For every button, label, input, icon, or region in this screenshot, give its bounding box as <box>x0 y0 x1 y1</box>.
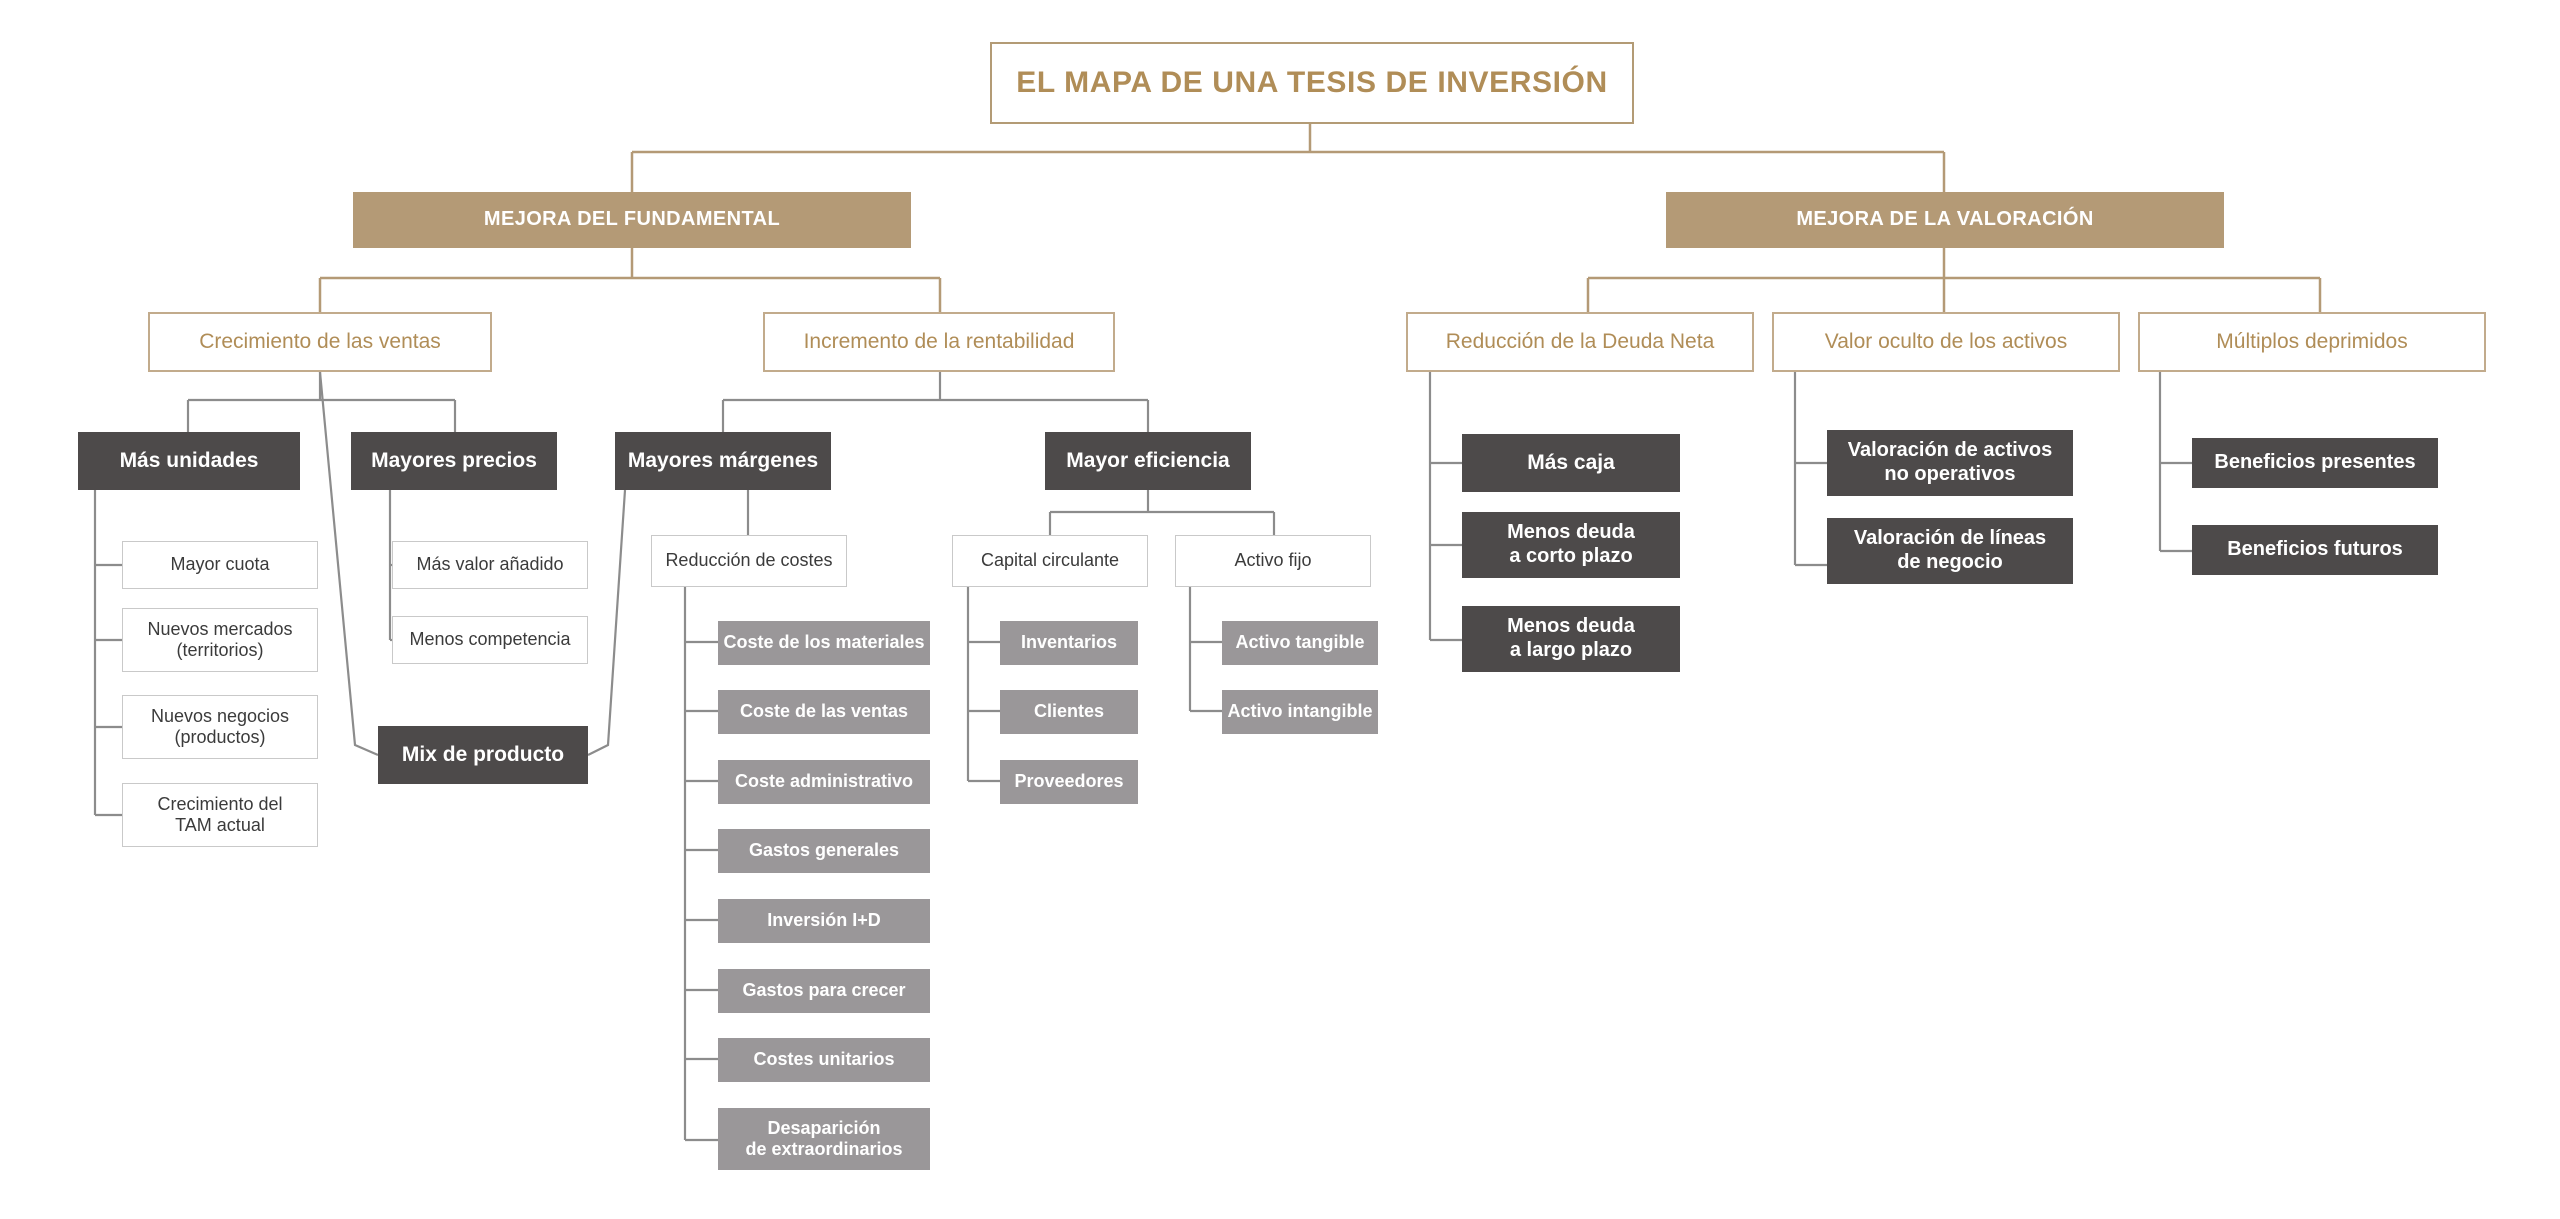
gray-connectors <box>93 371 2192 1142</box>
node-menos-deuda-corto-plazo[interactable]: Menos deuda a corto plazo <box>1462 512 1680 578</box>
leaf-clientes[interactable]: Clientes <box>1000 690 1138 734</box>
node-menos-deuda-largo-plazo[interactable]: Menos deuda a largo plazo <box>1462 606 1680 672</box>
subgroup-capital-circulante[interactable]: Capital circulante <box>952 535 1148 587</box>
tan-connectors <box>318 124 2322 312</box>
leaf-nuevos-negocios-line2: (productos) <box>174 727 266 747</box>
node-mas-unidades[interactable]: Más unidades <box>78 432 300 490</box>
leaf-desaparicion-line1: Desaparición <box>767 1117 881 1138</box>
branch-mejora-de-la-valoracion[interactable]: MEJORA DE LA VALORACIÓN <box>1666 192 2224 248</box>
leaf-coste-de-los-materiales[interactable]: Coste de los materiales <box>718 621 930 665</box>
node-mayor-eficiencia[interactable]: Mayor eficiencia <box>1045 432 1251 490</box>
leaf-menos-competencia[interactable]: Menos competencia <box>392 616 588 664</box>
node-valoracion-activos-line1: Valoración de activos <box>1847 439 2053 462</box>
node-valoracion-activos-line2: no operativos <box>1884 463 2016 485</box>
subgroup-reduccion-de-costes[interactable]: Reducción de costes <box>651 535 847 587</box>
node-menos-deuda-largo-line1: Menos deuda <box>1507 615 1635 638</box>
leaf-desaparicion-de-extraordinarios[interactable]: Desaparición de extraordinarios <box>718 1108 930 1170</box>
diagram-title: EL MAPA DE UNA TESIS DE INVERSIÓN <box>990 42 1634 124</box>
leaf-desaparicion-line2: de extraordinarios <box>745 1139 903 1159</box>
node-mayores-precios[interactable]: Mayores precios <box>351 432 557 490</box>
node-mas-caja[interactable]: Más caja <box>1462 434 1680 492</box>
node-mayores-margenes[interactable]: Mayores márgenes <box>615 432 831 490</box>
group-crecimiento-de-las-ventas[interactable]: Crecimiento de las ventas <box>148 312 492 372</box>
leaf-inversion-i-mas-d[interactable]: Inversión I+D <box>718 899 930 943</box>
node-valoracion-lineas-line1: Valoración de líneas <box>1853 527 2047 550</box>
leaf-nuevos-mercados[interactable]: Nuevos mercados (territorios) <box>122 608 318 672</box>
node-menos-deuda-corto-line2: a corto plazo <box>1509 545 1633 567</box>
node-valoracion-lineas-de-negocio[interactable]: Valoración de líneas de negocio <box>1827 518 2073 584</box>
node-beneficios-presentes[interactable]: Beneficios presentes <box>2192 438 2438 488</box>
node-valoracion-activos-no-operativos[interactable]: Valoración de activos no operativos <box>1827 430 2073 496</box>
leaf-coste-administrativo[interactable]: Coste administrativo <box>718 760 930 804</box>
leaf-proveedores[interactable]: Proveedores <box>1000 760 1138 804</box>
node-menos-deuda-corto-line1: Menos deuda <box>1507 521 1635 544</box>
leaf-activo-intangible[interactable]: Activo intangible <box>1222 690 1378 734</box>
group-multiplos-deprimidos[interactable]: Múltiplos deprimidos <box>2138 312 2486 372</box>
node-valoracion-lineas-line2: de negocio <box>1897 551 2003 573</box>
leaf-crecimiento-tam-line1: Crecimiento del <box>157 793 283 814</box>
leaf-nuevos-mercados-line2: (territorios) <box>176 640 264 660</box>
leaf-activo-tangible[interactable]: Activo tangible <box>1222 621 1378 665</box>
leaf-crecimiento-tam-line2: TAM actual <box>175 815 265 835</box>
node-beneficios-futuros[interactable]: Beneficios futuros <box>2192 525 2438 575</box>
subgroup-activo-fijo[interactable]: Activo fijo <box>1175 535 1371 587</box>
leaf-nuevos-negocios-line1: Nuevos negocios <box>150 705 290 726</box>
leaf-nuevos-mercados-line1: Nuevos mercados <box>147 618 293 639</box>
leaf-mayor-cuota[interactable]: Mayor cuota <box>122 541 318 589</box>
leaf-crecimiento-tam-actual[interactable]: Crecimiento del TAM actual <box>122 783 318 847</box>
node-mix-de-producto[interactable]: Mix de producto <box>378 726 588 784</box>
group-reduccion-de-la-deuda-neta[interactable]: Reducción de la Deuda Neta <box>1406 312 1754 372</box>
branch-mejora-del-fundamental[interactable]: MEJORA DEL FUNDAMENTAL <box>353 192 911 248</box>
leaf-gastos-para-crecer[interactable]: Gastos para crecer <box>718 969 930 1013</box>
leaf-nuevos-negocios[interactable]: Nuevos negocios (productos) <box>122 695 318 759</box>
node-menos-deuda-largo-line2: a largo plazo <box>1509 639 1633 661</box>
group-incremento-de-la-rentabilidad[interactable]: Incremento de la rentabilidad <box>763 312 1115 372</box>
group-valor-oculto-de-los-activos[interactable]: Valor oculto de los activos <box>1772 312 2120 372</box>
leaf-costes-unitarios[interactable]: Costes unitarios <box>718 1038 930 1082</box>
leaf-gastos-generales[interactable]: Gastos generales <box>718 829 930 873</box>
leaf-inventarios[interactable]: Inventarios <box>1000 621 1138 665</box>
leaf-coste-de-las-ventas[interactable]: Coste de las ventas <box>718 690 930 734</box>
leaf-mas-valor-anadido[interactable]: Más valor añadido <box>392 541 588 589</box>
